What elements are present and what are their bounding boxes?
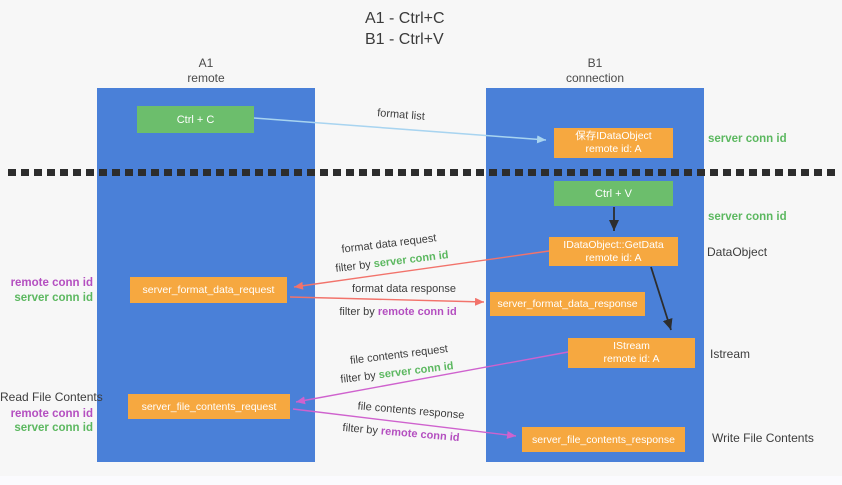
annotation-dataobject: DataObject	[707, 245, 768, 259]
node-idataobject-getdata: IDataObject::GetData remote id: A	[549, 237, 678, 266]
format-data-response-label: format data response	[352, 283, 456, 295]
node-server-format-data-request: server_format_data_request	[130, 277, 287, 303]
node-file-response-label: server_file_contents_response	[531, 433, 675, 446]
node-istream-line2: remote id: A	[603, 353, 660, 365]
annotation-remote-conn-id-top: remote conn id	[10, 277, 93, 289]
node-getdata-line2: remote id: A	[585, 251, 642, 264]
session-divider-dashed-line	[8, 169, 836, 176]
node-save-idataobject-line1: 保存IDataObject	[575, 130, 652, 142]
title-line-1: A1 - Ctrl+C	[365, 10, 445, 27]
annotation-server-conn-id-left-top: server conn id	[14, 292, 93, 304]
annotation-server-conn-id-top: server conn id	[708, 133, 787, 145]
annotation-server-conn-id-left-bottom: server conn id	[14, 422, 93, 434]
node-format-response-label: server_format_data_response	[497, 298, 638, 310]
server-conn-id-keyword: server conn id	[373, 249, 450, 271]
node-save-idataobject-line2: remote id: A	[585, 143, 642, 155]
remote-conn-id-keyword: remote conn id	[380, 425, 460, 445]
server-conn-id-keyword: server conn id	[378, 360, 455, 382]
filter-by-text: filter by	[342, 421, 382, 438]
lane-a1-role: remote	[187, 71, 225, 85]
annotation-server-conn-id-mid: server conn id	[708, 211, 787, 223]
annotation-write-file-contents: Write File Contents	[712, 431, 814, 445]
annotation-remote-conn-id-bottom: remote conn id	[10, 408, 93, 420]
remote-conn-id-keyword: remote conn id	[377, 306, 457, 318]
file-contents-response-label: file contents response	[357, 400, 465, 422]
lane-a1-name: A1	[198, 56, 214, 70]
title-line-2: B1 - Ctrl+V	[365, 31, 444, 48]
filter-by-text: filter by	[339, 369, 380, 386]
format-list-label: format list	[376, 107, 426, 123]
lane-b1-name: B1	[587, 56, 603, 70]
node-ctrl-v-label: Ctrl + V	[595, 187, 632, 200]
filter-by-text: filter by	[334, 258, 375, 275]
bottom-strip	[0, 476, 842, 485]
node-ctrl-c: Ctrl + C	[137, 106, 254, 133]
node-save-idataobject: 保存IDataObject remote id: A	[554, 128, 673, 158]
node-getdata-line1: IDataObject::GetData	[563, 238, 664, 251]
node-format-request-label: server_format_data_request	[142, 284, 275, 296]
annotation-istream: Istream	[710, 347, 751, 361]
node-server-file-contents-response: server_file_contents_response	[522, 427, 685, 452]
node-server-format-data-response: server_format_data_response	[490, 292, 645, 316]
lane-header-b1: B1 connection	[486, 56, 704, 86]
node-server-file-contents-request: server_file_contents_request	[128, 394, 290, 419]
filter-by-text: filter by	[339, 306, 378, 318]
node-file-request-label: server_file_contents_request	[141, 400, 277, 413]
node-istream-line1: IStream	[613, 340, 650, 352]
lane-b1-role: connection	[565, 71, 625, 85]
node-ctrl-v: Ctrl + V	[554, 181, 673, 206]
lane-header-a1: A1 remote	[97, 56, 315, 86]
annotation-read-file-contents: Read File Contents	[0, 390, 103, 404]
diagram-title: A1 - Ctrl+C B1 - Ctrl+V	[365, 8, 445, 50]
file-contents-response-filter: filter by remote conn id	[342, 422, 460, 444]
format-data-response-arrow	[289, 296, 485, 306]
format-data-response-filter: filter by remote conn id	[339, 306, 456, 318]
node-istream: IStream remote id: A	[568, 338, 695, 368]
node-ctrl-c-label: Ctrl + C	[176, 113, 215, 126]
